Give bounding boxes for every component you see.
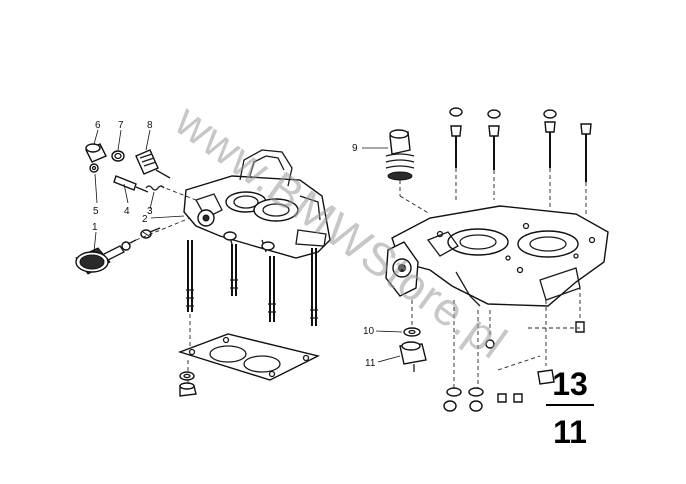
page-ref-divider bbox=[546, 404, 594, 406]
page-ref-bottom: 11 bbox=[553, 414, 587, 450]
callout-1: 1 bbox=[92, 222, 98, 233]
left-carburetor-body bbox=[183, 149, 331, 259]
part-7-o-ring bbox=[111, 150, 125, 162]
part-8-jet-carrier bbox=[135, 149, 171, 179]
callout-6: 6 bbox=[95, 120, 101, 131]
callout-5: 5 bbox=[93, 206, 99, 217]
callout-2: 2 bbox=[142, 214, 148, 225]
part-6-cap bbox=[85, 143, 107, 163]
callout-11: 11 bbox=[365, 358, 376, 369]
part-11-enrichment-valve bbox=[399, 341, 427, 372]
left-leader-lines bbox=[93, 129, 197, 253]
washer-and-nut bbox=[179, 360, 197, 397]
part-4-idle-needle bbox=[113, 175, 149, 193]
right-top-screws bbox=[449, 107, 592, 214]
base-gasket bbox=[177, 333, 321, 381]
part-1-cutoff-solenoid bbox=[75, 239, 137, 275]
part-9-pump-piston bbox=[362, 129, 431, 215]
callout-8: 8 bbox=[147, 120, 153, 131]
callout-3: 3 bbox=[147, 206, 153, 217]
callout-4: 4 bbox=[124, 206, 130, 217]
right-carburetor-base bbox=[385, 205, 609, 307]
part-5-gasket-ring bbox=[89, 163, 99, 173]
callout-7: 7 bbox=[118, 120, 124, 131]
callout-9: 9 bbox=[352, 143, 358, 154]
callout-labels: 1 2 3 4 5 6 7 8 9 10 11 bbox=[92, 120, 376, 369]
part-10-sealing-washer bbox=[403, 327, 421, 337]
left-studs bbox=[186, 240, 318, 350]
callout-10: 10 bbox=[363, 326, 375, 337]
page-ref-top: 13 bbox=[552, 366, 588, 402]
right-lower-small-parts bbox=[375, 286, 585, 412]
